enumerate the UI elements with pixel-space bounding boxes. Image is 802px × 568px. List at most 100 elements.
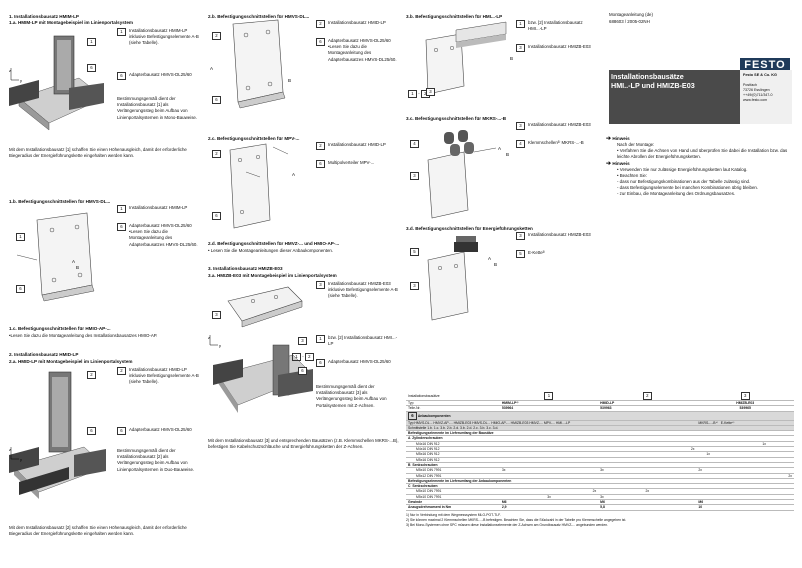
svg-text:B: B xyxy=(288,78,291,83)
callout-3: 3 xyxy=(298,337,307,345)
figure-1a: z y 1 6 xyxy=(9,28,109,140)
figure-3a: z y 3 1 - 2 6 xyxy=(208,335,318,435)
figure-2a-drawing: z y xyxy=(9,371,107,499)
address-block: Festo SE & Co. KG Postfach 73726 Essling… xyxy=(740,70,792,124)
table-subsection: Senkschrauben xyxy=(412,462,438,467)
heading-1: 1. Installationsbausatz HMIM-LP xyxy=(9,14,79,19)
table-cell: 539965 xyxy=(696,405,794,412)
table-cell: HMIM-LP¹⁾ xyxy=(499,400,599,407)
table-cell: HMIZB-E03 xyxy=(696,400,794,407)
address-line: Postfach xyxy=(743,83,757,87)
callout-6: 6 xyxy=(212,96,221,104)
figure-2c: A 2 6 xyxy=(208,142,308,232)
table-row: Schnittstelle 1.b. 1.c. 3.b. 2.b. 2.d. 3… xyxy=(406,425,794,432)
svg-text:B: B xyxy=(506,152,509,157)
svg-text:A: A xyxy=(498,146,501,151)
table-header-label: Typ xyxy=(406,400,500,407)
callout-3: 3 xyxy=(212,311,221,319)
figure-2b: B A 2 6 xyxy=(208,19,308,120)
table-section: Befestigungselemente im Lieferumfang der… xyxy=(406,478,794,485)
arrow-right-icon: ➔ xyxy=(606,160,612,167)
table-cell: M6 xyxy=(598,499,697,506)
table-row-label: M5x16 DIN 912 xyxy=(406,457,500,463)
footnote: 2) Sie können maximal 2 Klemmschellen MK… xyxy=(406,517,627,522)
table-cell: 3x xyxy=(499,467,599,474)
callout-5: 5 xyxy=(410,248,419,256)
document-number: 688603 / 2005-02NH xyxy=(609,19,650,24)
figure-3c: A B 4 3 xyxy=(406,122,516,219)
svg-text:y: y xyxy=(20,78,22,83)
figure-3d: A B 5 3 xyxy=(406,232,516,322)
note-line: - dass nur Befestigungskombinationen aus… xyxy=(617,179,751,185)
table-section: Anbaukomponenten xyxy=(417,413,451,418)
table-header-label: Teile-Nr. xyxy=(406,405,500,412)
table-row-label: M4x16 DIN 912 xyxy=(406,446,500,453)
callout-6: 6 xyxy=(87,427,96,435)
figure-2a: z y 2 6 xyxy=(9,367,109,517)
table-row-label: M5x10 DIN 7991 xyxy=(406,488,500,495)
callout-2: 2 xyxy=(212,32,221,40)
note-line: - zur Einbau, die Montageanleitung des O… xyxy=(617,191,736,197)
table-cell: 5,8 xyxy=(598,504,697,511)
callout-3: 3 xyxy=(410,282,419,290)
heading-3c: 3.c. Befestigungsschnittstellen für MKRS… xyxy=(406,116,507,121)
manual-language: Montageanleitung (de) xyxy=(609,12,653,17)
heading-3b: 3.b. Befestigungsschnittstellen für HMI.… xyxy=(406,14,503,19)
callout-4: 4 xyxy=(410,140,419,148)
footnote: 3) Bei Mono-Systemen ohne SPC müssen die… xyxy=(406,523,609,528)
heading-3a: 3.a. HMIZB-E03 mit Montagebeispiel im Li… xyxy=(208,273,337,278)
figure-1a-drawing: z y xyxy=(9,35,105,131)
heading-2: 2. Installationsbausatz HMID-LP xyxy=(9,352,79,357)
text-1c: •Lesen Sie dazu die Montageanleitung des… xyxy=(9,333,158,338)
table-header-num: 3 xyxy=(740,392,750,400)
figure-3a-detail: 3 xyxy=(208,281,308,331)
title-band: Installationsbausätze HMI..-LP und HMIZB… xyxy=(609,70,740,124)
callout-1: 1 xyxy=(87,38,96,46)
address-line: 73726 Esslingen xyxy=(743,88,770,92)
callout-6: 6 xyxy=(298,367,307,375)
note-line: Nach der Montage: xyxy=(617,142,655,147)
callout-2: 2 xyxy=(212,150,221,158)
table-cell: HMID-LP xyxy=(598,400,697,407)
note-line: • Verfahren Sie die Achsen von Hand und … xyxy=(617,148,788,160)
table-cell: MKRS-...-B⁴⁾ xyxy=(698,420,718,425)
svg-text:z: z xyxy=(9,447,11,452)
svg-text:B: B xyxy=(76,265,79,270)
table-header-label: Installationsbausätze xyxy=(406,392,500,401)
svg-text:B: B xyxy=(494,262,497,267)
table-cell: 539964 xyxy=(499,405,599,412)
note-line: • Beachten Sie: xyxy=(617,172,648,178)
svg-text:A: A xyxy=(210,66,213,71)
title-line-2: HMI..-LP und HMIZB-E03 xyxy=(611,81,695,90)
figure-3c-drawing: A B xyxy=(427,130,509,219)
callout-2: 2 xyxy=(87,371,96,379)
table-row-label: Anzugsdrehmoment in Nm xyxy=(406,504,500,511)
table-row-label: M5x12 DIN 7991 xyxy=(406,473,500,479)
heading-2c: 2.c. Befestigungsschnittstellen für MPV-… xyxy=(208,136,300,141)
table-subsection: Zylinderschrauben xyxy=(412,436,443,441)
svg-text:y: y xyxy=(20,457,22,462)
heading-3d: 3.d. Befestigungsschnittstellen für Ener… xyxy=(406,226,533,231)
note-heading: Hinweis xyxy=(612,160,630,166)
notes-block: ➔ Hinweis Nach der Montage: • Verfahren … xyxy=(606,136,794,198)
table-cell: 3x xyxy=(499,494,599,501)
table-cell: 10 xyxy=(696,504,794,511)
note-line: • Verwenden Sie nur zulässige Energiefüh… xyxy=(617,166,748,172)
svg-text:A: A xyxy=(72,259,75,264)
table-header-num: 1 xyxy=(544,392,554,400)
table-cell: 2x xyxy=(696,467,794,474)
company-name: Festo SE & Co. KG xyxy=(743,73,777,77)
table-cell: M6 xyxy=(696,499,794,506)
table-cell: 3x xyxy=(598,494,697,501)
note-3a: Bestimmungsgemäß dient der Installations… xyxy=(316,384,387,408)
table-cell: 1x xyxy=(696,441,794,448)
